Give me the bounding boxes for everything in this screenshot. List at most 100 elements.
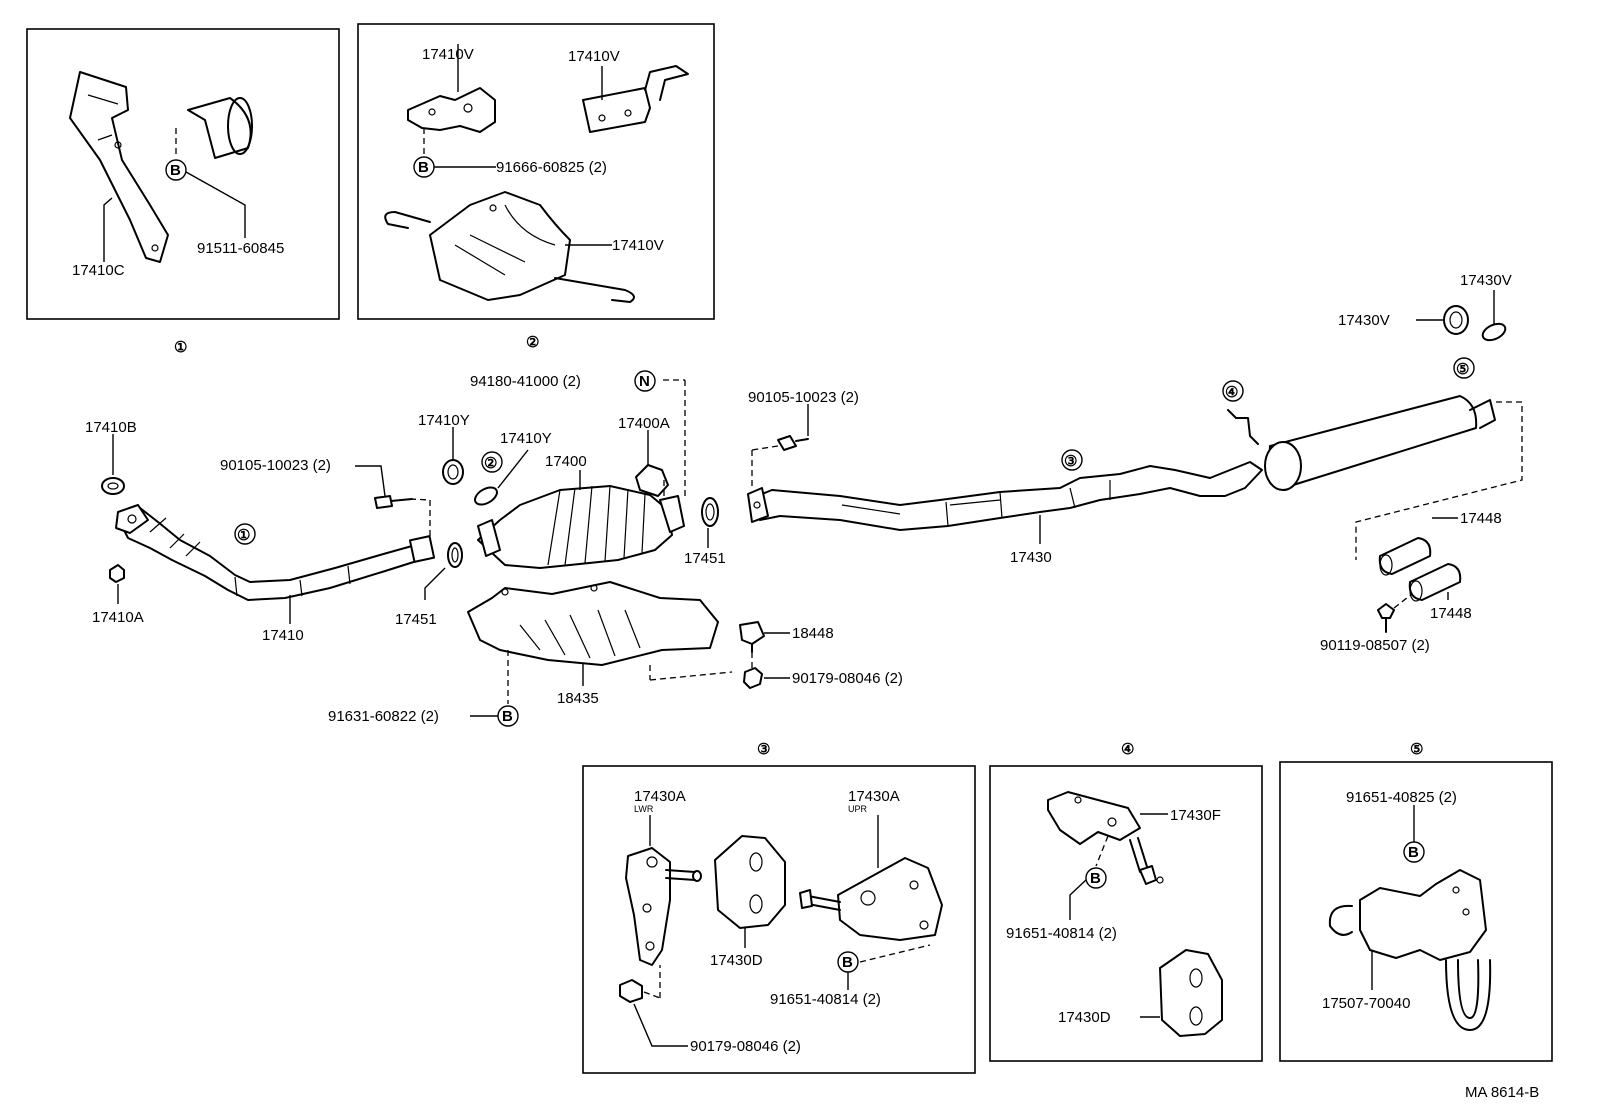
clip-17400a [635,464,669,497]
bracket-17430f [1047,791,1141,845]
callout-b-label: B [170,162,181,179]
callout-5-main [1453,357,1475,379]
label-17400: 17400 [545,453,587,470]
label-17410v-a: 17410V [422,46,474,63]
hanger-17448-b [1408,563,1462,601]
nut-17410a [109,564,125,583]
callout-1-main-label: ① [237,527,250,544]
label-91651-40825: 91651-40825 (2) [1346,789,1457,806]
callout-b-label: B [1090,870,1101,887]
gasket-17451-right [701,497,719,527]
label-17430: 17430 [1010,549,1052,566]
callout-4-box-label: ④ [1121,741,1134,758]
label-17410y-a: 17410Y [418,412,470,429]
callout-b-label: B [418,159,429,176]
label-90119: 90119-08507 (2) [1320,637,1430,654]
inset-box-2: B 91666-60825 (2) 17410V 17410V 17410V [357,23,715,320]
callout-3-main [1061,449,1083,471]
callout-4-main [1222,380,1244,402]
gasket-17430v-b [1481,322,1507,342]
gasket-17451-left [447,542,463,568]
bracket-17430a-upr [837,857,943,941]
callout-b-box5 [1403,841,1425,863]
nut-90179-box [619,979,643,1003]
label-90179-box: 90179-08046 (2) [690,1038,801,1055]
label-90105-left: 90105-10023 (2) [220,457,331,474]
bracket-17410v-a [407,87,496,133]
label-17448-a: 17448 [1460,510,1502,527]
callout-1-main [234,523,256,545]
gasket-17430v-a [1443,305,1469,335]
label-18435: 18435 [557,690,599,707]
callout-2-main [481,451,503,473]
front-exhaust-assembly: 17410B 17410A ① 17410 90105-10023 (2) 17… [85,370,903,727]
label-17430v-a: 17430V [1338,312,1390,329]
bolt-90105-right [777,435,797,451]
rubber-hanger-17430d-box4 [1159,949,1223,1037]
heat-shield-cap [187,97,252,159]
label-17410b: 17410B [85,419,137,436]
label-17410: 17410 [262,627,304,644]
inset-box-3: 17430A LWR 90179-08046 (2) 17430D 17430A… [582,765,976,1074]
gasket-17410b [101,477,125,495]
bracket-17430a-lwr [625,847,671,966]
label-91651-40814-box4: 91651-40814 (2) [1006,925,1117,942]
rubber-hanger-17430d [714,835,786,929]
bracket-17410v-b [582,87,651,133]
callout-b-box4 [1085,867,1107,889]
label-90179-main: 90179-08046 (2) [792,670,903,687]
diagram-code: MA 8614-B [1465,1084,1539,1101]
callout-b-label: B [842,954,853,971]
bolt-90105-left [374,495,393,509]
callout-5-main-label: ⑤ [1456,361,1469,378]
callout-b-label: B [502,708,513,725]
gasket-17410y-a [442,459,464,485]
gasket-17410y-b [474,486,498,506]
label-17430d-box4: 17430D [1058,1009,1111,1026]
nut-90179 [743,667,763,689]
callout-1-box-label: ① [174,339,187,356]
label-upr: UPR [848,804,868,814]
label-17430f: 17430F [1170,807,1221,824]
callout-n-nut [634,370,656,392]
bracket-18448 [739,621,765,645]
heat-shield-17410v [429,191,571,301]
label-17410c: 17410C [72,262,125,279]
callout-5-box-label: ⑤ [1410,741,1423,758]
label-17430a-lwr: 17430A [634,788,686,805]
callout-3-main-label: ③ [1064,453,1077,470]
callout-2-main-label: ② [484,455,497,472]
bracket-17410c [69,71,169,263]
inset-box-5: 91651-40825 (2) B 17507-70040 [1279,761,1553,1062]
label-91511-60845: 91511-60845 [197,240,284,257]
label-17410v-c: 17410V [612,237,664,254]
label-17410a: 17410A [92,609,144,626]
rear-exhaust-assembly: 90105-10023 (2) ③ 17430 ④ ⑤ 17430V 17430… [747,272,1523,654]
label-91666-60825: 91666-60825 (2) [496,159,607,176]
callout-3-box-label: ③ [757,741,770,758]
callout-n-label: N [639,373,650,390]
label-17451-left: 17451 [395,611,437,628]
hanger-17448-a [1378,537,1432,575]
callout-b-bolt [165,159,187,181]
label-91631-60822: 91631-60822 (2) [328,708,439,725]
label-18448: 18448 [792,625,834,642]
inset-box-4: 17430F B 91651-40814 (2) 17430D [989,765,1263,1062]
inset-box-1: B 17410C 91511-60845 [26,28,340,320]
label-90105-right: 90105-10023 (2) [748,389,859,406]
front-pipe-17410 [117,507,421,601]
heat-insulator-18435 [467,581,719,666]
callout-2-box-label: ② [526,334,539,351]
label-17451-right: 17451 [684,550,726,567]
label-17507-70040: 17507-70040 [1322,995,1410,1012]
center-pipe-17430 [751,461,1263,531]
callout-4-main-label: ④ [1225,384,1238,401]
label-17448-b: 17448 [1430,605,1472,622]
label-17430d-box3: 17430D [710,952,763,969]
label-17410y-b: 17410Y [500,430,552,447]
label-lwr: LWR [634,804,654,814]
label-17400a: 17400A [618,415,670,432]
callout-b-label: B [1408,844,1419,861]
bolt-90119 [1377,603,1395,619]
